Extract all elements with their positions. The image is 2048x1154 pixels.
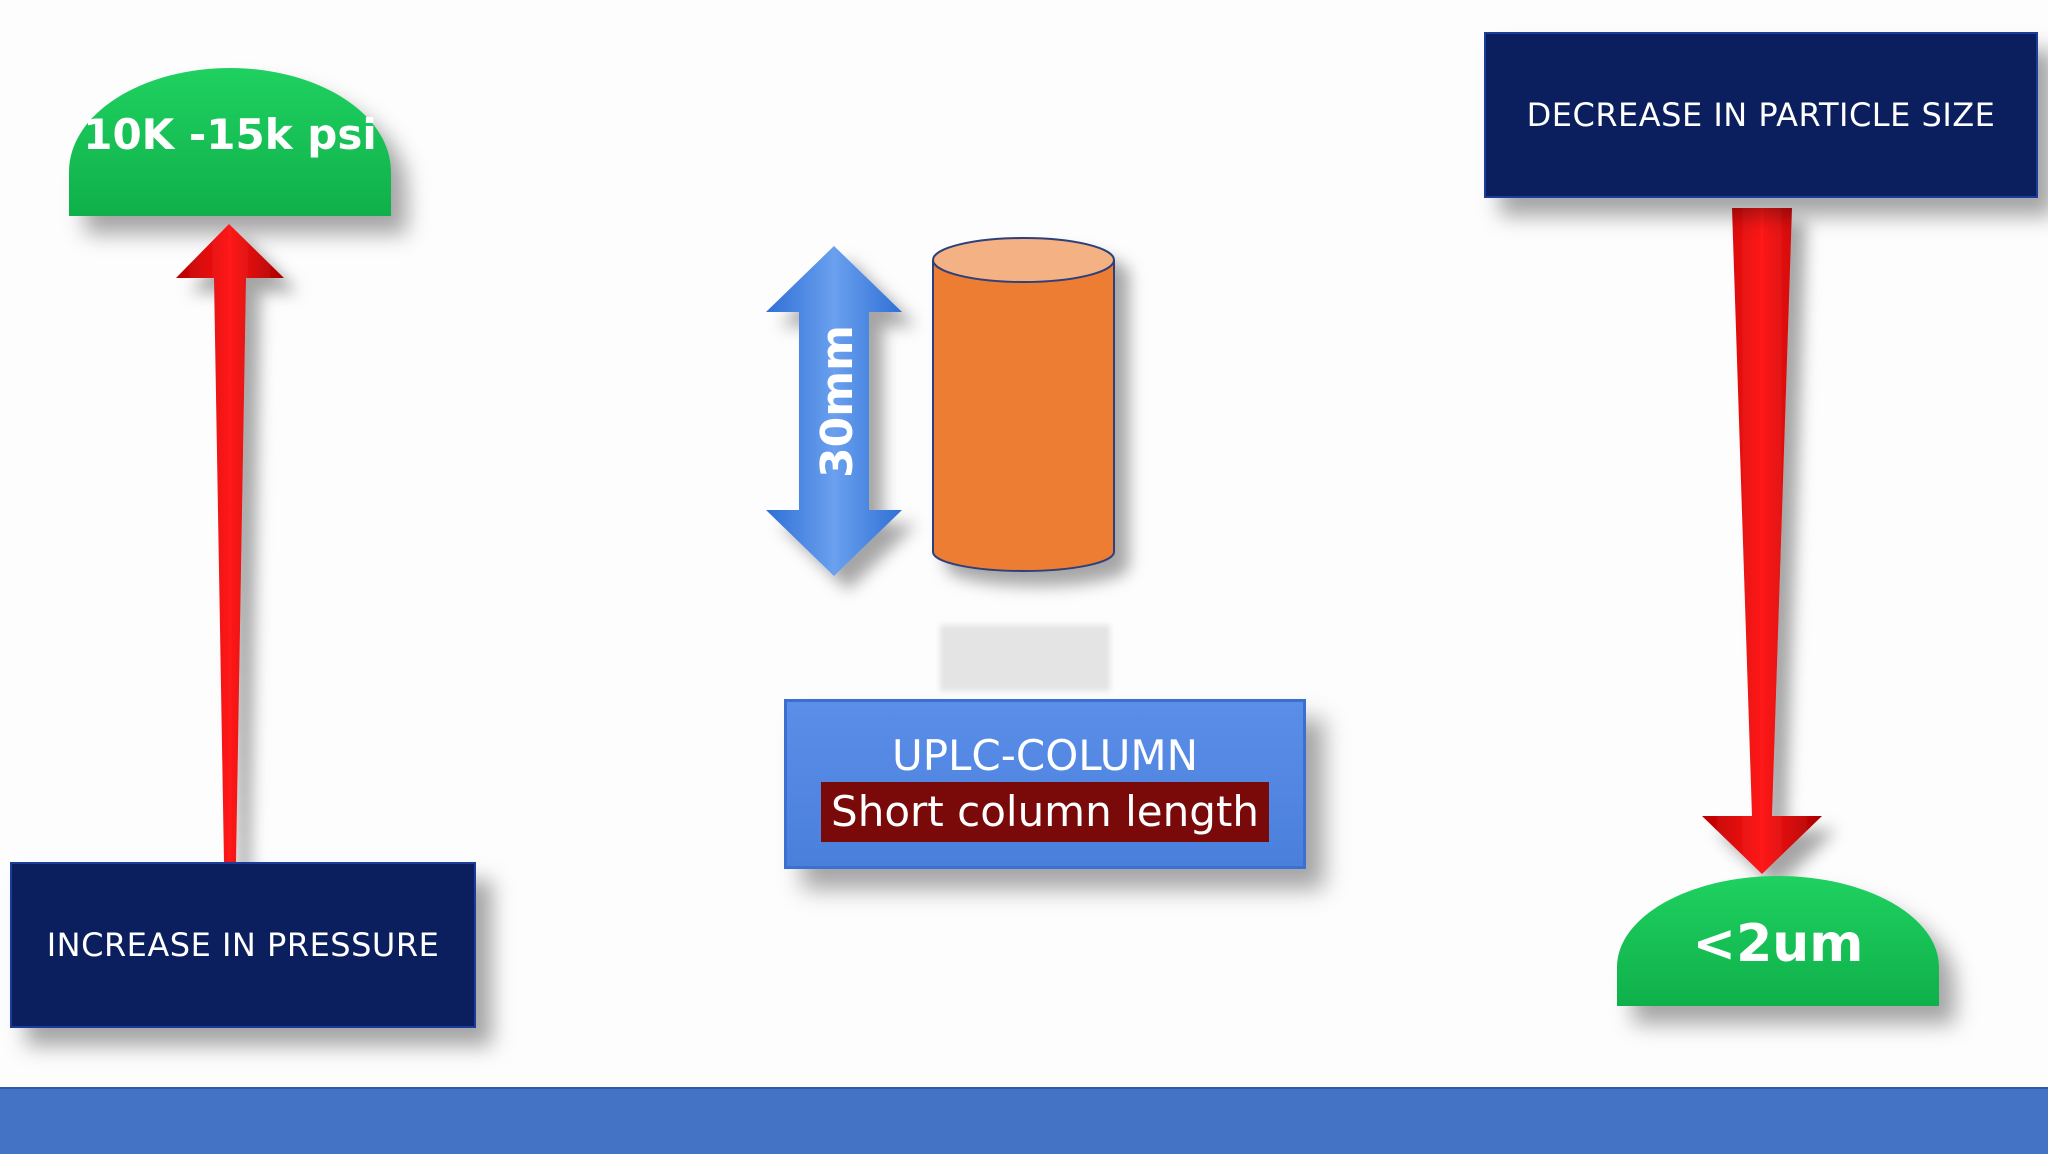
- psi-value-label: 10K -15k psi: [83, 110, 377, 159]
- length-label: 30mm: [812, 325, 863, 478]
- column-cylinder: [932, 237, 1115, 572]
- decrease-particle-size-box: DECREASE IN PARTICLE SIZE: [1484, 32, 2038, 198]
- cylinder-reflection: [940, 625, 1110, 691]
- short-column-length-label: Short column length: [821, 782, 1269, 842]
- increase-pressure-label: INCREASE IN PRESSURE: [46, 926, 440, 964]
- length-double-arrow: [766, 246, 902, 576]
- decrease-particle-size-label: DECREASE IN PARTICLE SIZE: [1526, 96, 1996, 134]
- footer-bar: [0, 1087, 2048, 1154]
- uplc-column-title: UPLC-COLUMN: [891, 731, 1199, 780]
- particle-value-label: <2um: [1692, 914, 1864, 974]
- increase-pressure-box: INCREASE IN PRESSURE: [10, 862, 476, 1028]
- particle-arrow-shape: [1702, 208, 1822, 874]
- uplc-column-box: UPLC-COLUMN Short column length: [784, 699, 1306, 869]
- pressure-arrow-shape: [176, 224, 284, 862]
